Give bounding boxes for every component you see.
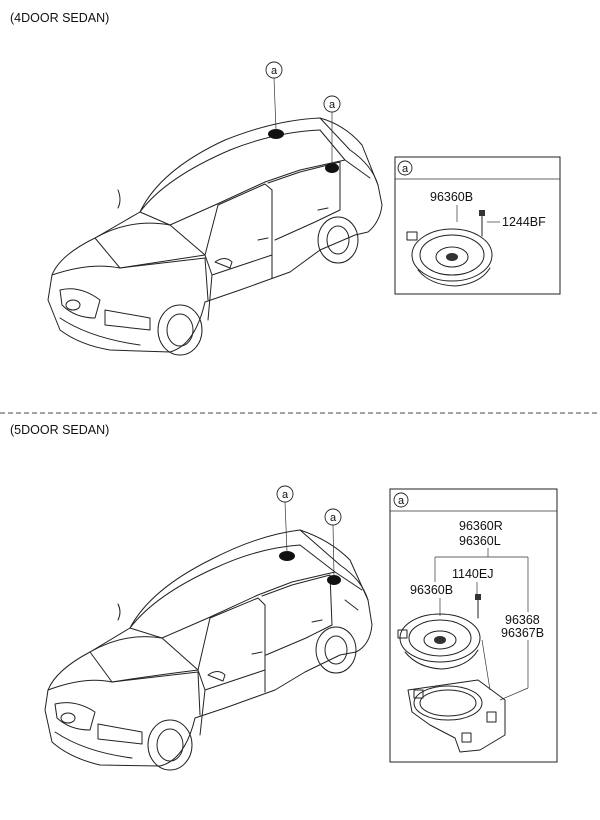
part-96360L: 96360L (459, 534, 501, 548)
section-title-4door: (4DOOR SEDAN) (10, 11, 109, 25)
part-96360B-4door: 96360B (430, 190, 473, 204)
speaker-icon (406, 210, 493, 287)
car-4door-sedan (47, 117, 383, 356)
detail-box-5door: a 96360R 96360L 1140EJ 96360B 96368 9636… (389, 488, 558, 763)
callout-a-front-4door: a (265, 61, 283, 131)
callout-a-front-5door: a (276, 485, 294, 553)
section-title-5door: (5DOOR SEDAN) (10, 423, 109, 437)
callout-a-rear-4door: a (323, 95, 341, 164)
speaker-icon (397, 594, 481, 670)
part-96368: 96368 (505, 613, 540, 627)
part-96367B: 96367B (501, 626, 544, 640)
callout-a-rear-5door: a (324, 508, 342, 577)
detail-callout-5door: a (398, 495, 405, 507)
svg-text:a: a (330, 512, 337, 524)
svg-text:a: a (329, 99, 336, 111)
detail-callout-4door: a (402, 163, 409, 175)
part-96360R: 96360R (459, 519, 503, 533)
svg-text:a: a (271, 65, 278, 77)
speaker-bracket (407, 639, 506, 753)
part-1140EJ: 1140EJ (452, 567, 493, 581)
detail-box-4door: a 96360B 1244BF (394, 156, 561, 295)
svg-text:a: a (282, 489, 289, 501)
car-5door-hatchback (44, 529, 373, 771)
part-96360B-5door: 96360B (410, 583, 453, 597)
part-1244BF-4door: 1244BF (502, 215, 546, 229)
